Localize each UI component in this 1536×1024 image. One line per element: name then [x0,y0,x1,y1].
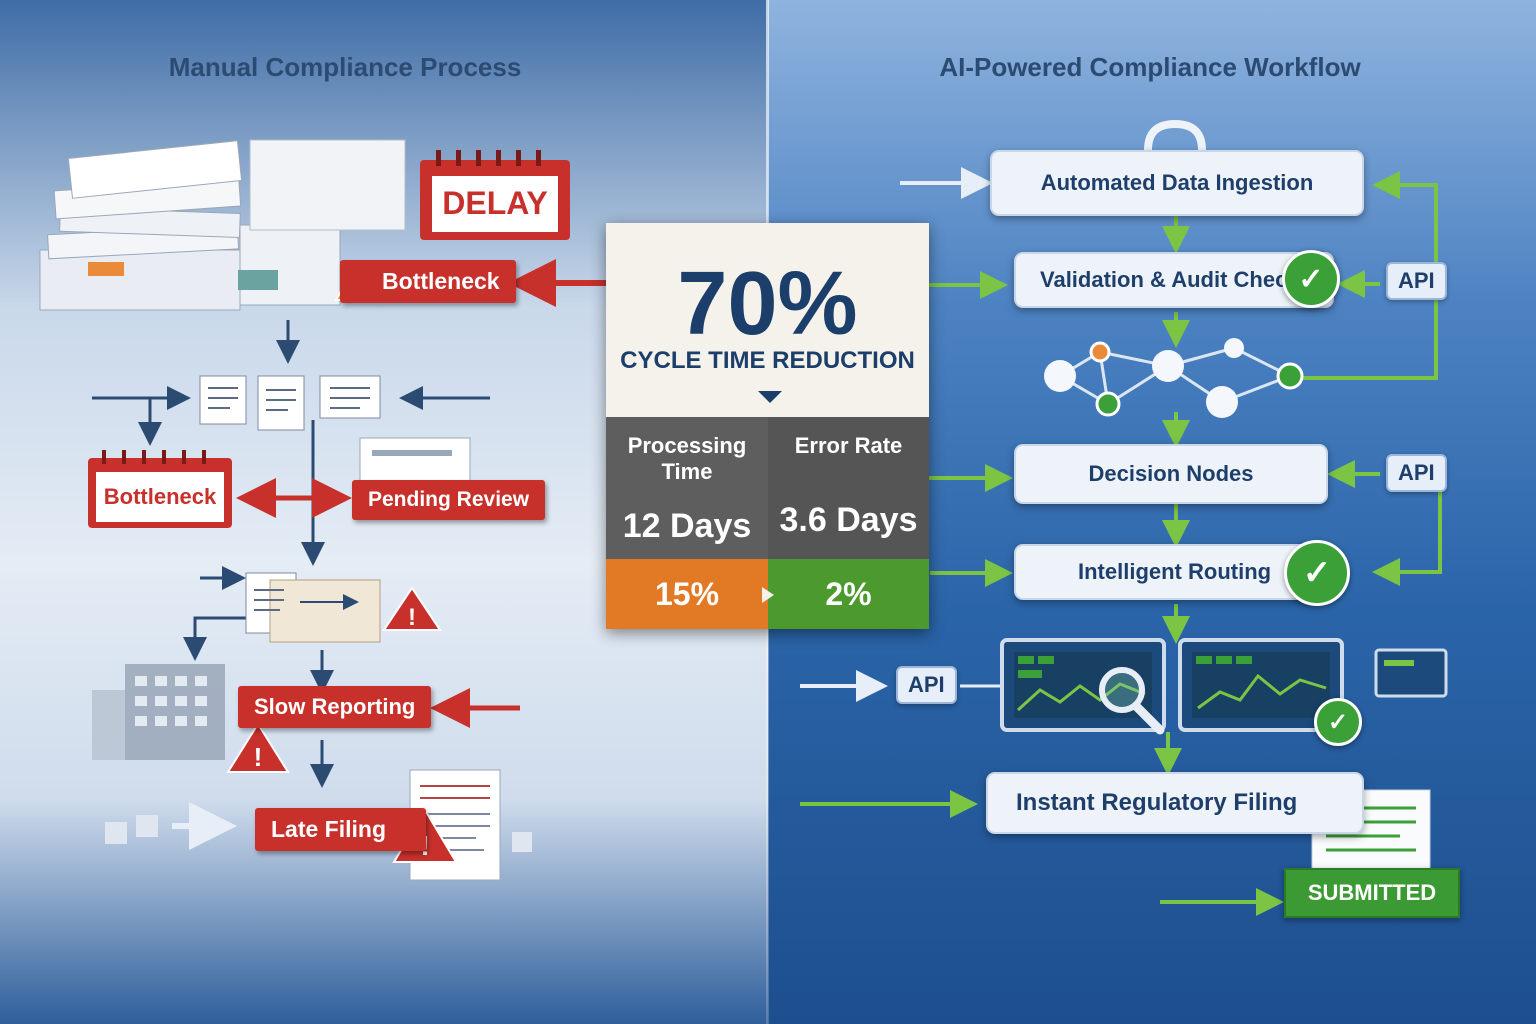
document-icons [199,375,381,431]
ai-workflow-title: AI-Powered Compliance Workflow [939,52,1361,82]
dashboard-monitor-icon [1000,638,1448,732]
pending-review-tag: Pending Review [352,480,546,520]
cycle-reduction-label: CYCLE TIME REDUCTION [620,347,915,374]
api-badge: API [1386,454,1447,492]
late-filing-tag: Late Filing [255,808,426,851]
paper-stack-icon [39,139,406,311]
magnifier-icon [1099,667,1165,735]
manual-process-title: Manual Compliance Process [168,52,522,82]
api-badge: API [896,666,957,704]
node-network-icon [1044,338,1304,418]
processing-before-value: 12 Days [622,507,752,545]
metrics-grid: Processing Time 12 Days Error Rate 3.6 D… [606,417,929,629]
check-circle-icon: ✓ [1282,250,1340,308]
chevron-down-icon [758,391,782,403]
delay-label: DELAY [442,185,548,221]
step-decision-nodes: Decision Nodes [1014,444,1328,504]
svg-text:!: ! [254,742,263,772]
delay-calendar-icon: DELAY [420,150,570,240]
warning-icon: ! [226,722,290,773]
step-validation-audit: Validation & Audit Check [1014,252,1334,308]
processing-time-cell: Processing Time 12 Days [606,417,768,559]
error-before-value: 15% [606,559,768,629]
processing-time-label: Processing Time [627,433,747,484]
workflow-loop-handle [1144,119,1206,151]
folder-icon [359,437,471,489]
bottleneck-calendar-icon [88,450,232,528]
metrics-card: 70% CYCLE TIME REDUCTION Processing Time… [606,223,929,629]
error-rate-label: Error Rate [794,433,903,458]
drifting-squares [105,815,532,852]
svg-text:!: ! [408,604,416,631]
arrow-right-icon [762,587,774,603]
error-after-value: 2% [768,559,929,629]
warning-icon: ! [382,586,442,631]
document-folder-icon [245,572,381,643]
step-instant-filing: Instant Regulatory Filing [986,772,1364,834]
building-icon [92,664,225,760]
processing-after-value: 3.6 Days [779,501,918,539]
slow-reporting-tag: Slow Reporting [238,686,432,728]
error-rate-cell: Error Rate 3.6 Days [768,417,929,559]
submitted-badge: SUBMITTED [1284,868,1460,918]
check-circle-icon: ✓ [1284,540,1350,606]
step-data-ingestion: Automated Data Ingestion [990,150,1364,216]
check-circle-icon: ✓ [1314,698,1362,746]
step-intelligent-routing: Intelligent Routing [1014,544,1314,600]
api-badge: API [1386,262,1447,300]
bottleneck-tag: Bottleneck [340,260,516,303]
cycle-reduction-value: 70% [677,254,858,354]
bottleneck-calendar-label: Bottleneck [103,484,217,509]
